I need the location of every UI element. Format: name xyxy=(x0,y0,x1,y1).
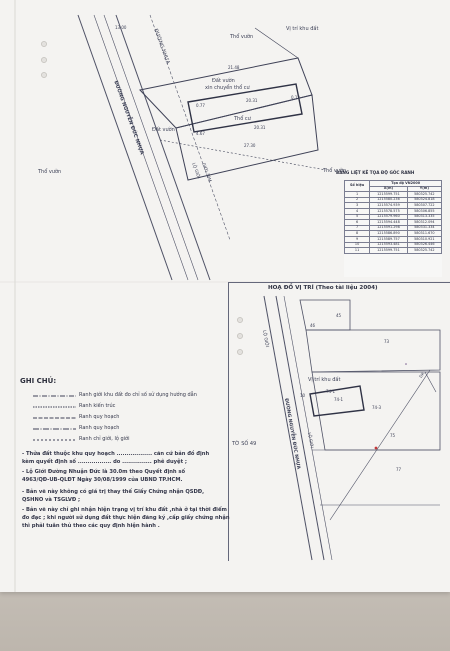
ink-dot xyxy=(405,363,407,365)
note-line: - Lộ Giới Đường Nhuận Đức là 30.0m theo … xyxy=(22,469,186,475)
legend-lines xyxy=(33,395,76,441)
legend-item: Ranh giới khu đất đo chỉ số sử dụng hướn… xyxy=(79,392,197,398)
dim-right: 0.12 xyxy=(291,95,300,100)
note-line: - Bản vẽ này chỉ ghi nhận hiện trạng vị … xyxy=(22,507,227,513)
note-line: - Thửa đất thuộc khu quy hoạch .........… xyxy=(22,451,210,457)
road xyxy=(77,14,231,281)
survey-sheet: Vị trí khu đất Thổ vườn Đất vườn xin chu… xyxy=(0,0,450,592)
note-line: 4963/QĐ-UB-QLĐT Ngày 30/08/1999 của UBND… xyxy=(22,477,183,483)
plot-74-1: 74-1 xyxy=(334,397,344,402)
dim-top: 21.48 xyxy=(228,65,240,70)
legend-item: Ranh quy hoạch xyxy=(79,414,120,420)
coords-table-title: BẢNG LIỆT KÊ TỌA ĐỘ GÓC RANH xyxy=(336,170,415,175)
map-dim-a: 10 xyxy=(300,393,306,398)
location-map-lines xyxy=(263,295,441,561)
sheet-number-label: TỜ SỐ 49 xyxy=(232,441,257,447)
table-cell: 11 xyxy=(343,247,371,254)
dim-left-b: 4.67 xyxy=(196,131,205,136)
table-cell: 580325.742 xyxy=(406,247,443,254)
note-line: QSHNO và TSGLVĐ ; xyxy=(22,497,81,503)
plot-45: 45 xyxy=(336,313,342,318)
legend-item: Ranh chỉ giới, lộ giới xyxy=(79,436,130,442)
legend-title: GHI CHÚ: xyxy=(20,377,57,385)
location-map-title: HOẠ ĐỒ VỊ TRÍ (Theo tài liệu 2004) xyxy=(268,285,378,291)
garden-left2-label: Thổ vườn xyxy=(38,169,62,175)
legend-item: Ranh quy hoạch xyxy=(79,425,120,431)
plot-75: 75 xyxy=(390,433,396,438)
dim-road-width: 13.00 xyxy=(115,25,127,30)
dim-mid: 20.31 xyxy=(246,98,258,103)
garden-bottom-label: Thổ vườn xyxy=(323,168,347,174)
garden-left-label: Đất vườn xyxy=(152,127,175,133)
ink-dot xyxy=(374,446,378,450)
punch-holes xyxy=(41,41,243,355)
note-line: thì phải tuân thủ theo các quy định hiện… xyxy=(22,523,160,529)
table-cell: 1215599.751 xyxy=(369,247,408,254)
plot-77: 77 xyxy=(396,467,402,472)
strip-label-2: xin chuyển thổ cư xyxy=(205,85,250,91)
note-line: đo đạc ; khi người sử dụng đất thực hiện… xyxy=(22,515,230,521)
dim-left-a: 0.77 xyxy=(196,103,205,108)
plot-46: 46 xyxy=(310,323,316,328)
plot-73: 73 xyxy=(384,339,390,344)
note-line: kèm quyết định số ................. do .… xyxy=(22,459,187,465)
dim-inner: 20.31 xyxy=(254,125,266,130)
map-dim-b: 74-1 xyxy=(326,389,336,394)
plot-74-3: 74-3 xyxy=(372,405,382,410)
note-line: - Bản vẽ này không có giá trị thay thế G… xyxy=(22,489,205,495)
parcel-boundary-label: Vị trí khu đất xyxy=(286,26,319,32)
dim-bottom: 27.30 xyxy=(244,143,256,148)
map-boundary-label: Vị trí khu đất xyxy=(308,377,341,383)
location-map-frame xyxy=(228,282,450,561)
inner-label: Thổ cư xyxy=(234,116,251,122)
strip-label-1: Đất vườn xyxy=(212,78,235,84)
parcel-outline xyxy=(139,27,327,181)
garden-top-label: Thổ vườn xyxy=(230,34,254,40)
legend-item: Ranh kiến trúc xyxy=(79,403,116,409)
header-point: Số hiệu xyxy=(343,179,371,193)
